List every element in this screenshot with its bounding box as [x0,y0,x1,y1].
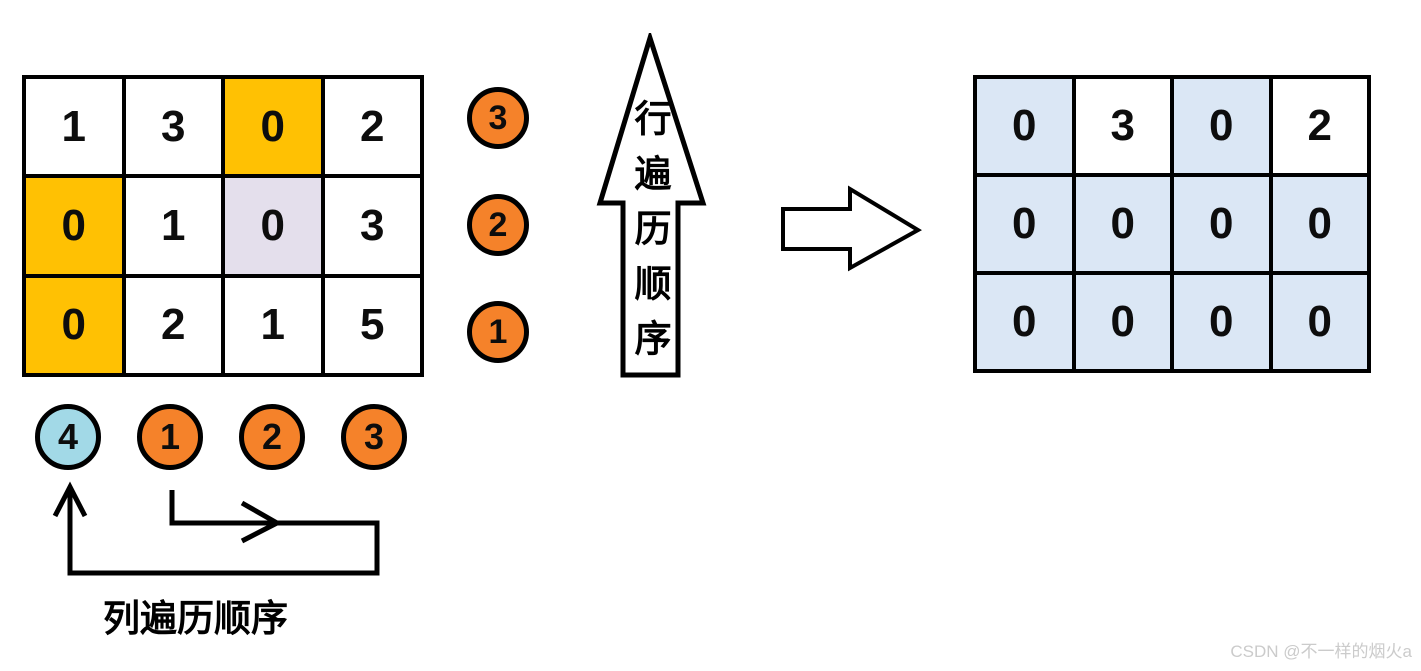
matrix-cell: 0 [1272,275,1367,369]
matrix-cell: 0 [977,79,1072,173]
row-traversal-label: 行遍历顺序 [629,99,670,374]
matrix-cell: 0 [1075,275,1170,369]
matrix-cell: 0 [1075,177,1170,271]
order-badge: 3 [467,87,529,149]
matrix-cell: 3 [324,178,420,274]
column-traversal-label: 列遍历顺序 [103,598,288,639]
up-arrowhead-icon [52,481,88,518]
order-badge: 1 [137,404,203,470]
matrix-cell: 0 [26,178,122,274]
order-badge: 3 [341,404,407,470]
matrix-cell: 0 [26,277,122,373]
matrix-cell: 0 [1272,177,1367,271]
up-arrow-shape [596,33,707,378]
matrix-cell: 0 [977,275,1072,369]
order-badge: 2 [467,194,529,256]
matrix-cell: 2 [1272,79,1367,173]
transform-right-arrow [781,185,922,272]
matrix-cell: 5 [324,277,420,373]
matrix-cell: 1 [26,79,122,175]
column-traversal-loop-arrow [52,481,380,576]
matrix-cell: 0 [225,79,321,175]
right-arrowhead-icon [240,500,283,544]
matrix-cell: 3 [125,79,221,175]
row-order-badges: 3 2 1 [467,87,529,363]
matrix-cell: 1 [125,178,221,274]
matrix-cell: 0 [1174,79,1269,173]
matrix-cell: 2 [125,277,221,373]
loop-path [67,487,380,576]
matrix-cell: 0 [225,178,321,274]
matrix-cell: 0 [1174,177,1269,271]
matrix-cell: 0 [1174,275,1269,369]
matrix-cell: 3 [1075,79,1170,173]
matrix-cell: 1 [225,277,321,373]
order-badge: 4 [35,404,101,470]
order-badge: 2 [239,404,305,470]
right-arrow-shape [781,185,922,272]
row-traversal-up-arrow [596,33,707,378]
order-badge: 1 [467,301,529,363]
watermark: CSDN @不一样的烟火a [1230,642,1412,661]
matrix-cell: 0 [977,177,1072,271]
matrix-cell: 2 [324,79,420,175]
